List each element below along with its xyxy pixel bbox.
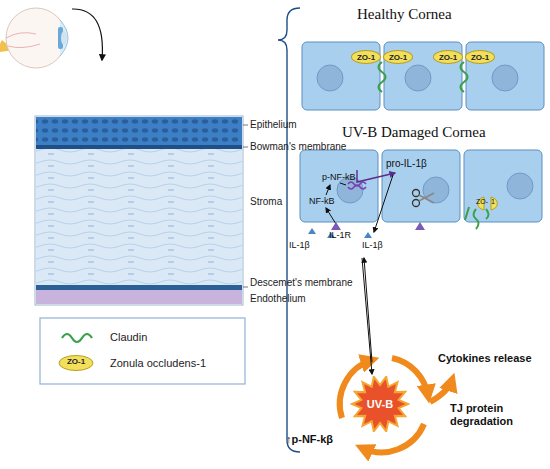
molecule-label: IL-1β: [362, 240, 383, 250]
zo1-protein: ZO-1: [351, 50, 381, 64]
leader-arrow: [362, 258, 372, 374]
zo1-sample: [59, 356, 93, 371]
legend-text: Zonula occludens-1: [110, 357, 206, 370]
protein-label: ZO-1: [357, 53, 375, 62]
zoom-arrow: [72, 9, 102, 60]
protein-fragment: ZO-: [476, 198, 488, 206]
zo1-protein: ZO-1: [465, 50, 495, 64]
legend-sample-text: ZO-1: [59, 357, 93, 366]
process-label: Cytokines release: [438, 352, 532, 365]
claudin-sample: [62, 334, 92, 342]
healthy-cells: [302, 42, 544, 110]
layer-label: Descemet's membrane: [250, 277, 353, 289]
legend-box: [40, 318, 245, 384]
scissors-symbol: [413, 190, 435, 207]
zo1-protein: ZO-1: [383, 50, 413, 64]
molecule-label: p-NF-kB: [322, 172, 356, 182]
molecule-label: IL-1β: [289, 240, 310, 250]
eye-illustration: [0, 8, 68, 68]
damaged-cells: [300, 150, 542, 238]
molecule-label: ↑p-NF-kβ: [286, 433, 333, 446]
protein-label: ZO-1: [439, 53, 457, 62]
process-label: TJ protein degradation: [450, 402, 548, 427]
layer-label: Stroma: [250, 196, 282, 208]
layer-label: Epithelium: [250, 119, 297, 131]
layer-label: Bowman's membrane: [250, 141, 346, 153]
protein-label: ZO-1: [471, 53, 489, 62]
leader-arrow: [364, 258, 372, 362]
molecule-label: pro-IL-1β: [386, 158, 427, 170]
protein-fragment: 1: [491, 198, 495, 206]
legend-text: Claudin: [110, 331, 147, 344]
protein-label: ZO-1: [389, 53, 407, 62]
cornea-cross-section: [35, 116, 248, 305]
molecule-label: NF-kB: [309, 196, 335, 206]
panel-heading: UV-B Damaged Cornea: [342, 124, 486, 141]
zo1-protein: ZO-1: [433, 50, 463, 64]
cycle-arrows: [340, 358, 452, 452]
layer-label: Endothelium: [250, 293, 306, 305]
burst-label: UV-B: [367, 398, 393, 410]
panel-heading: Healthy Cornea: [357, 6, 452, 23]
bracket: [278, 8, 300, 452]
uvb-burst: UV-B: [350, 376, 410, 432]
receptor-label: IL-1R: [329, 230, 351, 240]
